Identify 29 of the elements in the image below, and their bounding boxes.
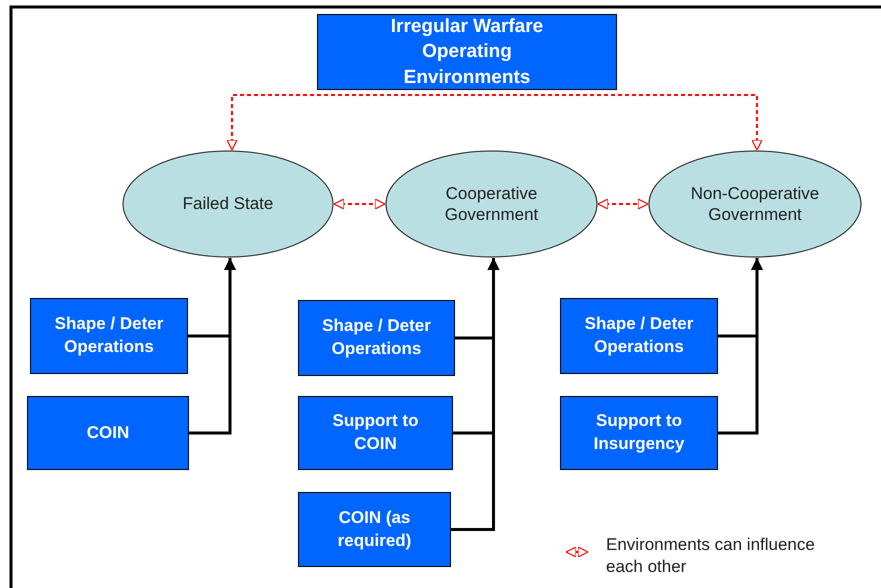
dashed-double-arrow [597, 198, 649, 210]
environment-ellipse [385, 150, 598, 258]
operation-box [298, 300, 455, 376]
operation-label: Support to Insurgency [592, 410, 686, 455]
environment-label: Cooperative Government [444, 182, 540, 226]
operation-box [298, 396, 453, 470]
operation-box [27, 396, 189, 470]
operation-box [560, 396, 718, 470]
arrow [451, 258, 500, 531]
environment-ellipse [122, 150, 334, 258]
operation-label: Support to COIN [332, 410, 420, 455]
dashed-double-arrow [333, 198, 386, 210]
environment-label: Non-Cooperative Government [690, 182, 820, 226]
operation-label: Shape / Deter Operations [54, 313, 164, 358]
environment-ellipse [648, 150, 862, 258]
operation-box [298, 492, 451, 567]
title-box [317, 14, 617, 90]
arrow [718, 258, 763, 434]
arrow [189, 258, 236, 434]
legend-text: Environments can influence each other [606, 534, 816, 578]
operation-box [560, 298, 718, 374]
operation-label: COIN [86, 422, 130, 444]
operation-label: Shape / Deter Operations [321, 315, 432, 360]
dashed-double-arrow [226, 94, 763, 151]
environment-label: Failed State [182, 193, 274, 215]
operation-box [30, 298, 188, 374]
title-text: Irregular Warfare Operating Environments [390, 14, 544, 90]
operation-label: COIN (as required) [336, 506, 412, 552]
operation-label: Shape / Deter Operations [584, 313, 694, 358]
